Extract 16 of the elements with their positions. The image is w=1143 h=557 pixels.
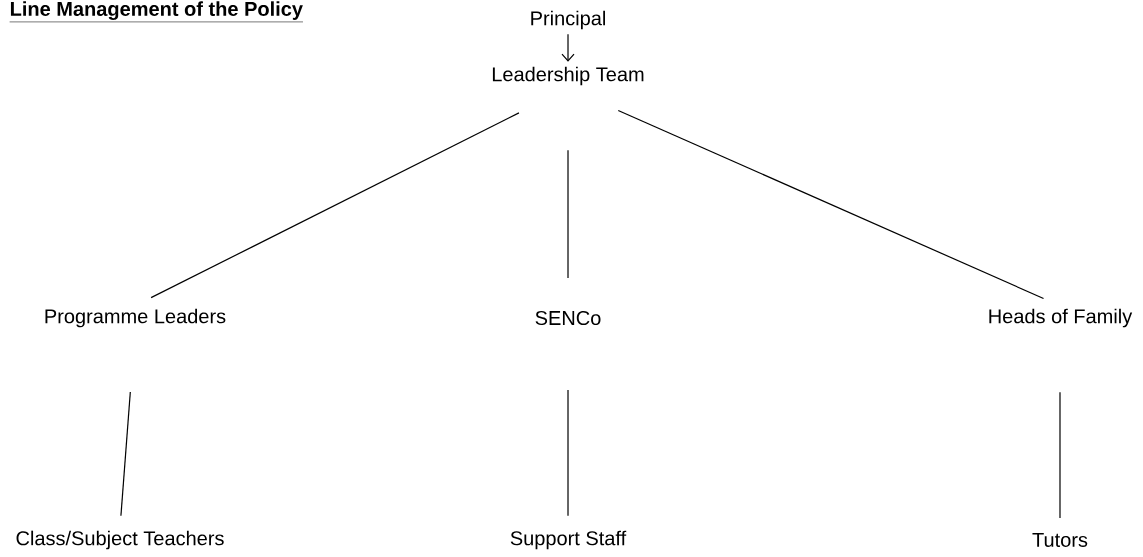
- connector-line: [120, 391, 131, 517]
- node-label: Support Staff: [510, 530, 627, 550]
- node-label: Tutors: [1032, 533, 1088, 547]
- connector-line: [567, 389, 569, 517]
- connector-line: [1059, 391, 1061, 519]
- node-label: Class/Subject Teachers: [16, 530, 224, 550]
- title: Line Management of the Policy: [9, 1, 304, 23]
- node-label: Heads of Family: [989, 308, 1133, 328]
- node-label: SENCo: [535, 310, 601, 326]
- connector-line: [150, 112, 520, 299]
- arrow: [561, 33, 575, 62]
- connector-line: [567, 149, 569, 279]
- connector-line: [617, 109, 1045, 300]
- node-label: Principal: [531, 10, 605, 30]
- node-label: Programme Leaders: [45, 308, 226, 328]
- node-label: Leadership Team: [492, 66, 644, 86]
